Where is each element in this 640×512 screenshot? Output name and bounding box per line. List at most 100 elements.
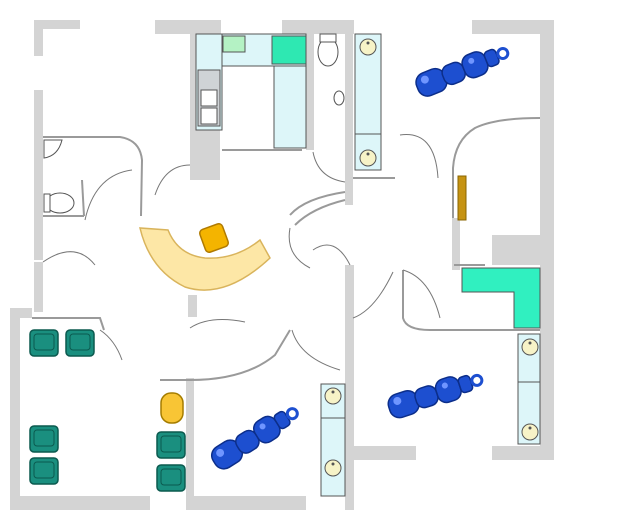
stove-accent (271, 35, 307, 65)
reception-desk (139, 227, 271, 291)
armchair-icon (156, 464, 186, 492)
wall (10, 308, 32, 318)
doors (42, 134, 441, 371)
armchair-seat (33, 333, 55, 351)
couch-highlight (420, 75, 429, 84)
wall (345, 20, 353, 205)
wall (188, 295, 197, 317)
wall (540, 20, 554, 235)
wall (34, 20, 80, 29)
door-arc (42, 251, 96, 266)
office-chair-icon (198, 222, 230, 254)
kitchen (195, 33, 307, 149)
tap-icon (528, 426, 532, 430)
tap-icon (331, 462, 335, 466)
partition (289, 191, 346, 216)
basin-icon (324, 387, 342, 405)
wall (186, 496, 306, 510)
door-arc (352, 271, 394, 319)
armchair-seat (33, 429, 55, 447)
basin-icon (521, 338, 539, 356)
treatment-couch-icon (415, 47, 510, 97)
tap-icon (366, 41, 370, 45)
door-arc (288, 227, 311, 269)
treatment-couch-icon (387, 373, 484, 419)
door-arc (402, 269, 441, 319)
couch-highlight (393, 396, 402, 405)
kettle-block (222, 35, 246, 53)
armchair-seat (69, 333, 91, 351)
toilet-cistern (319, 33, 337, 43)
armchair-icon (29, 425, 59, 453)
door-arc (99, 329, 123, 361)
couch-highlight (259, 423, 266, 430)
wall (452, 218, 460, 270)
wall (472, 20, 554, 34)
basin-icon (521, 423, 539, 441)
treatment-couch-icon (210, 407, 299, 470)
couch-highlight (468, 57, 475, 64)
partition (402, 270, 540, 331)
armchair-icon (156, 431, 186, 459)
wall (306, 20, 314, 150)
tap-icon (331, 390, 335, 394)
cabinet-treatment-1 (354, 33, 382, 171)
couch-highlight (216, 448, 225, 457)
wall (34, 90, 43, 260)
armchair-icon (29, 457, 59, 485)
bathroom (317, 33, 345, 106)
fridge (273, 65, 307, 149)
sink-bowl (200, 89, 218, 107)
wall (492, 446, 554, 460)
partitions (32, 117, 541, 381)
couch-headring (470, 373, 484, 387)
partition (452, 117, 541, 218)
wall (34, 20, 43, 56)
door-arc (189, 319, 246, 329)
sink-bowl (200, 107, 218, 125)
cabinet-treatment-3 (517, 333, 541, 445)
partition (294, 199, 346, 226)
armchair-icon (29, 329, 59, 357)
armchair-seat (160, 435, 182, 453)
partition (81, 179, 85, 217)
cabinets (320, 33, 541, 497)
basin-icon (359, 38, 377, 56)
door-arc (154, 164, 191, 196)
wall (345, 265, 354, 510)
basin-icon (359, 149, 377, 167)
armchair-seat (33, 461, 55, 479)
treatment-couches (210, 47, 510, 470)
tap-icon (366, 152, 370, 156)
couch-highlight (441, 382, 448, 389)
wc (43, 139, 75, 214)
wall (34, 262, 43, 312)
toilet-cistern (43, 193, 51, 213)
door-arc (312, 151, 346, 183)
wall (540, 235, 554, 460)
reception (139, 222, 271, 291)
corner-basin-icon (43, 139, 63, 159)
partition (189, 329, 291, 381)
partition (32, 317, 105, 331)
wall (354, 446, 416, 460)
sliding-door (457, 175, 467, 221)
basin-icon (324, 459, 342, 477)
basin-icon (333, 90, 345, 106)
door-arc (399, 134, 439, 179)
door-arc (84, 169, 133, 221)
stool-icon (160, 392, 184, 424)
wall (10, 496, 150, 510)
l-shaped-counter (461, 267, 541, 329)
armchair-icon (65, 329, 95, 357)
door-arc (291, 329, 341, 371)
wall (282, 20, 354, 34)
tap-icon (528, 341, 532, 345)
l-counter-top (461, 267, 541, 329)
wall (186, 378, 194, 510)
couch-headring (285, 407, 299, 421)
armchair-seat (160, 468, 182, 486)
wall (10, 308, 20, 510)
partition (43, 136, 144, 217)
